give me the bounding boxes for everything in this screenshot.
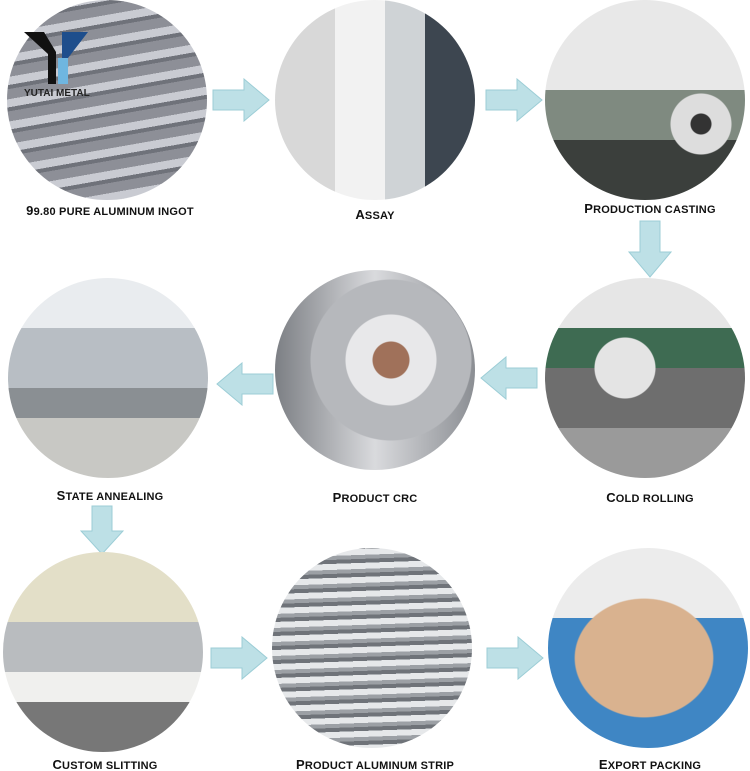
step-label: CUSTOM SLITTING xyxy=(52,757,158,771)
arrow-right-icon xyxy=(486,636,544,680)
arrow-right-icon xyxy=(485,78,543,122)
step-label: STATE ANNEALING xyxy=(56,488,164,503)
strip-photo xyxy=(272,548,472,748)
step-label: 99.80 PURE ALUMINUM INGOT xyxy=(26,203,194,218)
step-label: EXPORT PACKING xyxy=(598,757,702,771)
arrow-right-icon xyxy=(212,78,270,122)
arrow-left-icon xyxy=(216,362,274,406)
arrow-down-icon xyxy=(628,220,672,278)
step-label: PRODUCT CRC xyxy=(332,490,418,505)
step-label: PRODUCTION CASTING xyxy=(584,201,716,216)
packing-photo xyxy=(548,548,748,748)
slitting-photo xyxy=(3,552,203,752)
casting-photo xyxy=(545,0,745,200)
step-label: PRODUCT ALUMINUM STRIP xyxy=(295,757,455,771)
crc-photo xyxy=(275,270,475,470)
arrow-down-icon xyxy=(80,505,124,555)
arrow-left-icon xyxy=(480,356,538,400)
step-label: COLD ROLLING xyxy=(606,490,694,505)
yutai-logo xyxy=(22,28,92,93)
arrow-right-icon xyxy=(210,636,268,680)
annealing-photo xyxy=(8,278,208,478)
cold-rolling-photo xyxy=(545,278,745,478)
step-label: ASSAY xyxy=(355,207,395,222)
assay-photo xyxy=(275,0,475,200)
logo-text: YUTAI METAL xyxy=(24,88,90,99)
